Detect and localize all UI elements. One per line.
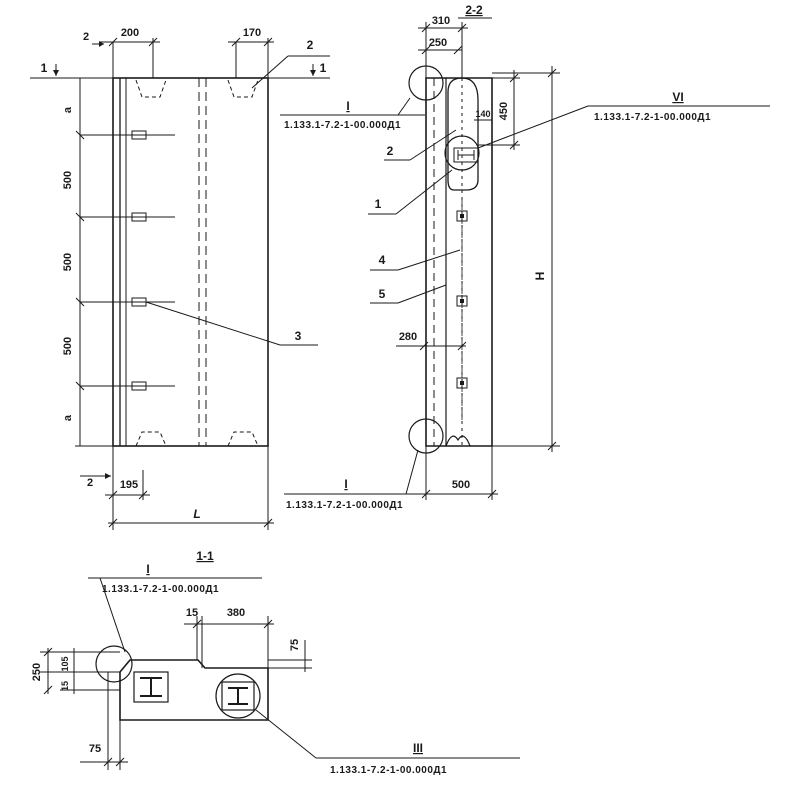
top-lifting-slot: [447, 77, 479, 191]
ref-label-top-left: I 1.133.1-7.2-1-00.000Д1: [280, 97, 425, 131]
dim-500-a: 500: [62, 171, 74, 189]
dim-a-top: a: [62, 106, 74, 113]
section-detail-circle: [95, 645, 133, 683]
bottom-socket: [445, 435, 471, 447]
side-outline: [425, 77, 493, 447]
dim-195: 195: [120, 479, 138, 491]
section-embed-right: [221, 681, 255, 711]
ref-label-bottom-right: I 1.133.1-7.2-1-00.000Д1: [284, 449, 428, 511]
dim-170: 170: [243, 27, 261, 39]
dim-500-b: 500: [62, 253, 74, 271]
callout-3-label: 3: [295, 329, 302, 343]
ref-4-code: 1.133.1-7.2-1-00.000Д1: [102, 584, 219, 595]
embedded-squares: [456, 200, 468, 420]
section-outline: [119, 659, 269, 721]
dim-250-left: 250: [31, 663, 43, 681]
callout-5-label: 5: [379, 287, 386, 301]
ref-1-num: I: [346, 99, 349, 113]
detail-circle-vi: [444, 135, 480, 171]
dim-450: 450: [498, 102, 510, 120]
dim-250-top: 250: [429, 37, 447, 49]
ref-3-num: I: [344, 477, 347, 491]
ref-2-code: 1.133.1-7.2-1-00.000Д1: [594, 112, 711, 123]
callout-1-label: 1: [375, 197, 382, 211]
callout-4-label: 4: [379, 253, 386, 267]
section-2-2-title: 2-2: [465, 3, 483, 17]
section-1-1: 1-1 I 1.133.1-7.2-1-00.000Д1 15 380 75: [31, 549, 520, 776]
side-elevation: 310 250 2-2 140 450 H 2 1 4 5: [368, 3, 560, 500]
top-plate: [453, 147, 479, 163]
dim-500-bottom: 500: [452, 479, 470, 491]
lifting-socket-bottom-left: [135, 431, 167, 447]
section-1-1-title: 1-1: [196, 549, 214, 563]
dim-105: 105: [60, 656, 70, 671]
dim-75-bottom: 75: [89, 743, 101, 755]
callout-2-side-label: 2: [387, 144, 394, 158]
section-mark-1-right: 1: [320, 61, 327, 75]
dim-310: 310: [432, 15, 450, 27]
dim-a-bottom: a: [62, 414, 74, 421]
dim-2-bottom: 2: [87, 477, 93, 489]
dim-15-left: 15: [60, 681, 70, 691]
dim-15: 15: [186, 607, 198, 619]
ref-label-top-right: VI 1.133.1-7.2-1-00.000Д1: [477, 90, 770, 149]
lifting-socket-top-right: [227, 79, 259, 98]
ref-4-num: I: [146, 562, 149, 576]
dim-140: 140: [475, 109, 490, 119]
dim-280: 280: [399, 331, 417, 343]
ref-5-code: 1.133.1-7.2-1-00.000Д1: [330, 765, 447, 776]
dim-L: L: [193, 507, 200, 521]
dim-200: 200: [121, 27, 139, 39]
dim-380: 380: [227, 607, 245, 619]
dim-2-top: 2: [83, 31, 89, 43]
left-dim-ticks: [75, 77, 113, 447]
front-elevation: a 500 500 500 a 200 2 170 1 1 2: [30, 27, 330, 530]
lifting-socket-top-left: [135, 79, 167, 98]
dim-500-c: 500: [62, 337, 74, 355]
section-mark-1-left: 1: [41, 61, 48, 75]
ref-3-code: 1.133.1-7.2-1-00.000Д1: [286, 500, 403, 511]
lifting-socket-bottom-right: [227, 431, 259, 447]
dim-75-right: 75: [289, 639, 301, 651]
ref-5-num: III: [413, 741, 423, 755]
embedded-parts: [80, 130, 175, 391]
ref-1-code: 1.133.1-7.2-1-00.000Д1: [284, 120, 401, 131]
ref-2-num: VI: [672, 90, 683, 104]
section-detail-circle-iii: [215, 673, 261, 719]
dim-H: H: [533, 272, 547, 281]
panel-outline: [112, 77, 269, 447]
callout-2-label: 2: [307, 38, 314, 52]
section-embed-left: [133, 671, 169, 703]
